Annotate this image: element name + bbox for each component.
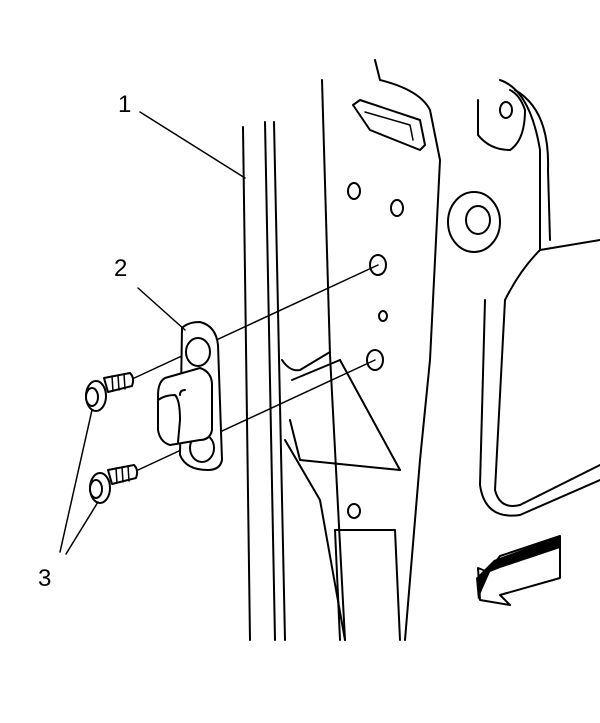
callout-1: 1 [118,91,131,118]
door-check-bracket [157,321,223,471]
callout-3: 3 [38,565,51,592]
body-panel [334,59,441,641]
alignment-lines [129,264,379,471]
leader-lines [59,111,246,555]
door-opening [447,79,600,517]
direction-arrow-icon [476,535,561,606]
screw-icon [89,464,139,504]
door-pillar [242,79,401,641]
screw-icon [85,372,135,412]
callout-2: 2 [114,255,127,282]
